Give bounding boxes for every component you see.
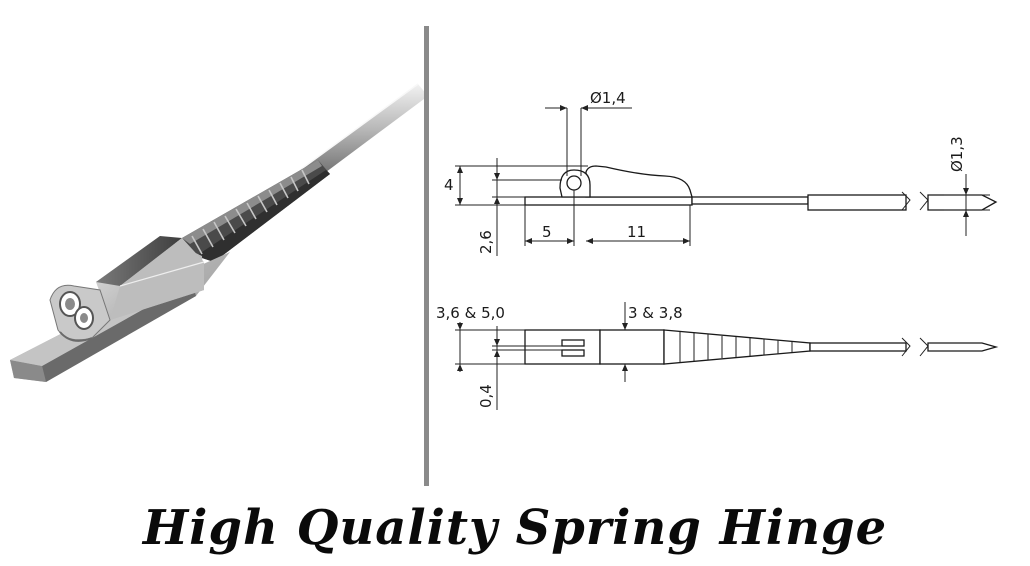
dim-len-b: 11 — [627, 223, 646, 241]
panel-divider — [424, 26, 429, 486]
side-view-drawing: Ø1,4 4 2,6 5 11 Ø1,3 — [444, 89, 998, 256]
hinge-ribbed-arm — [182, 160, 330, 262]
top-view-drawing: 3,6 & 5,0 3 & 3,8 0,4 — [436, 302, 999, 410]
dim-width-outer: 3,6 & 5,0 — [436, 304, 505, 322]
dim-width-inner: 3 & 3,8 — [628, 304, 683, 322]
dim-thickness: 2,6 — [477, 230, 495, 254]
hinge-block — [96, 236, 205, 320]
dim-hole-diameter: Ø1,4 — [590, 89, 626, 107]
dim-gap: 0,4 — [477, 384, 495, 408]
hinge-wire — [300, 84, 428, 178]
hinge-knuckle — [49, 284, 111, 342]
dim-len-a: 5 — [542, 223, 552, 241]
page-caption: High Quality Spring Hinge — [142, 500, 888, 556]
dim-height: 4 — [444, 176, 454, 194]
dim-wire-diameter: Ø1,3 — [948, 136, 966, 172]
hinge-render — [10, 83, 428, 382]
